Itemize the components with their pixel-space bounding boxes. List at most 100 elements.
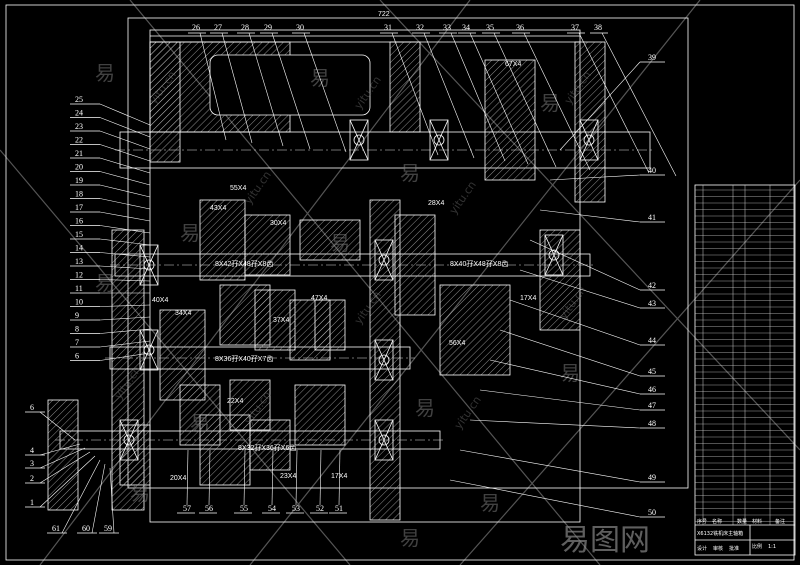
leader-line xyxy=(99,238,151,246)
signature-label: 审核 xyxy=(713,545,723,552)
outer-border xyxy=(5,4,795,561)
leader-line xyxy=(99,352,151,361)
scale-label: 比例 xyxy=(752,543,762,550)
leader-line xyxy=(99,144,151,162)
bearing xyxy=(139,329,159,371)
gear-label: 47X4 xyxy=(311,295,327,302)
gear-section xyxy=(47,399,79,511)
watermark-glyph: 易 xyxy=(400,526,420,550)
part-number-label: 7 xyxy=(75,338,79,347)
bearing-ball xyxy=(583,134,595,146)
leader-line xyxy=(186,449,189,506)
part-number-label: 16 xyxy=(75,217,83,226)
part-number-label: 18 xyxy=(75,190,83,199)
leader-line xyxy=(243,449,246,506)
part-number-label: 37 xyxy=(571,23,579,32)
bearing-ball xyxy=(123,434,135,446)
leader-line xyxy=(61,459,101,534)
part-number-label: 26 xyxy=(192,23,200,32)
watermark-glyph: 易 xyxy=(190,411,210,435)
bearing-ball xyxy=(143,259,155,271)
part-number-label: 38 xyxy=(594,23,602,32)
part-number-label: 51 xyxy=(335,504,343,513)
watermark-glyph: 易 xyxy=(95,271,115,295)
bearing xyxy=(429,119,449,161)
gear-label: 34X4 xyxy=(175,310,191,317)
leader-line xyxy=(91,463,106,534)
parts-list-header: 数量 xyxy=(737,518,747,525)
leader-line xyxy=(450,32,506,162)
leader-line xyxy=(549,174,641,181)
watermark-glyph: 易 xyxy=(95,61,115,85)
part-number-label: 4 xyxy=(30,446,34,455)
watermark-glyph: 易 xyxy=(330,231,350,255)
leader-line xyxy=(99,328,151,334)
part-number-label: 2 xyxy=(30,474,34,483)
part-number-label: 33 xyxy=(443,23,451,32)
part-number-label: 23 xyxy=(75,122,83,131)
part-number-label: 55 xyxy=(240,504,248,513)
watermark-stroke xyxy=(249,0,701,565)
bearing xyxy=(119,419,139,461)
leader-line xyxy=(208,449,211,506)
part-number-label: 43 xyxy=(648,299,656,308)
part-number-label: 17 xyxy=(75,203,83,212)
part-number-label: 32 xyxy=(416,23,424,32)
gear-section xyxy=(484,59,536,181)
gear-label: 43X4 xyxy=(210,205,226,212)
part-number-label: 39 xyxy=(648,53,656,62)
gear-section xyxy=(294,384,346,446)
leader-line xyxy=(99,171,151,186)
bearing xyxy=(374,239,394,281)
gear-section xyxy=(394,214,436,316)
line xyxy=(579,119,599,161)
leader-line xyxy=(499,329,641,377)
leader-line xyxy=(489,359,641,395)
part-number-label: 54 xyxy=(268,504,276,513)
gear-label: 55X4 xyxy=(230,185,246,192)
bearing xyxy=(349,119,369,161)
part-number-label: 53 xyxy=(292,504,300,513)
part-number-label: 25 xyxy=(75,95,83,104)
watermark-domain: yitu.cn xyxy=(447,179,479,217)
leader-line xyxy=(39,443,81,456)
drawing-title: X6132铣机床主轴箱 xyxy=(697,530,743,537)
gear-label: 17X4 xyxy=(520,295,536,302)
part-number-label: 1 xyxy=(30,498,34,507)
leader-line xyxy=(338,449,341,506)
part-number-label: 48 xyxy=(648,419,656,428)
leader-line xyxy=(99,117,151,138)
parts-list-header: 序号 xyxy=(697,518,707,525)
leader-line xyxy=(99,265,151,270)
leader-line xyxy=(295,449,298,506)
leader-line xyxy=(99,184,151,198)
part-number-label: 15 xyxy=(75,230,83,239)
housing-right-lower xyxy=(539,229,581,331)
gear-label: 67X4 xyxy=(505,61,521,68)
gear-section xyxy=(199,199,246,281)
line xyxy=(374,239,394,281)
leader-line xyxy=(221,32,253,144)
watermark-stroke xyxy=(379,0,800,451)
housing-wall-top-mid xyxy=(389,41,421,133)
line xyxy=(139,244,159,286)
signature-label: 批准 xyxy=(729,545,739,552)
part-number-label: 50 xyxy=(648,508,656,517)
line xyxy=(349,119,369,161)
part-number-label: 56 xyxy=(205,504,213,513)
gear-label: 56X4 xyxy=(449,340,465,347)
parts-list-header: 备注 xyxy=(775,518,785,525)
bearing-ball xyxy=(378,354,390,366)
part-number-label: 45 xyxy=(648,367,656,376)
leader-line xyxy=(99,211,151,222)
part-number-label: 19 xyxy=(75,176,83,185)
part-number-label: 34 xyxy=(462,23,470,32)
line xyxy=(544,234,564,276)
gear-label: 37X4 xyxy=(273,317,289,324)
leader-line xyxy=(99,316,151,321)
part-number-label: 41 xyxy=(648,213,656,222)
part-number-label: 14 xyxy=(75,244,83,253)
part-number-label: 52 xyxy=(316,504,324,513)
leader-line xyxy=(391,32,439,156)
